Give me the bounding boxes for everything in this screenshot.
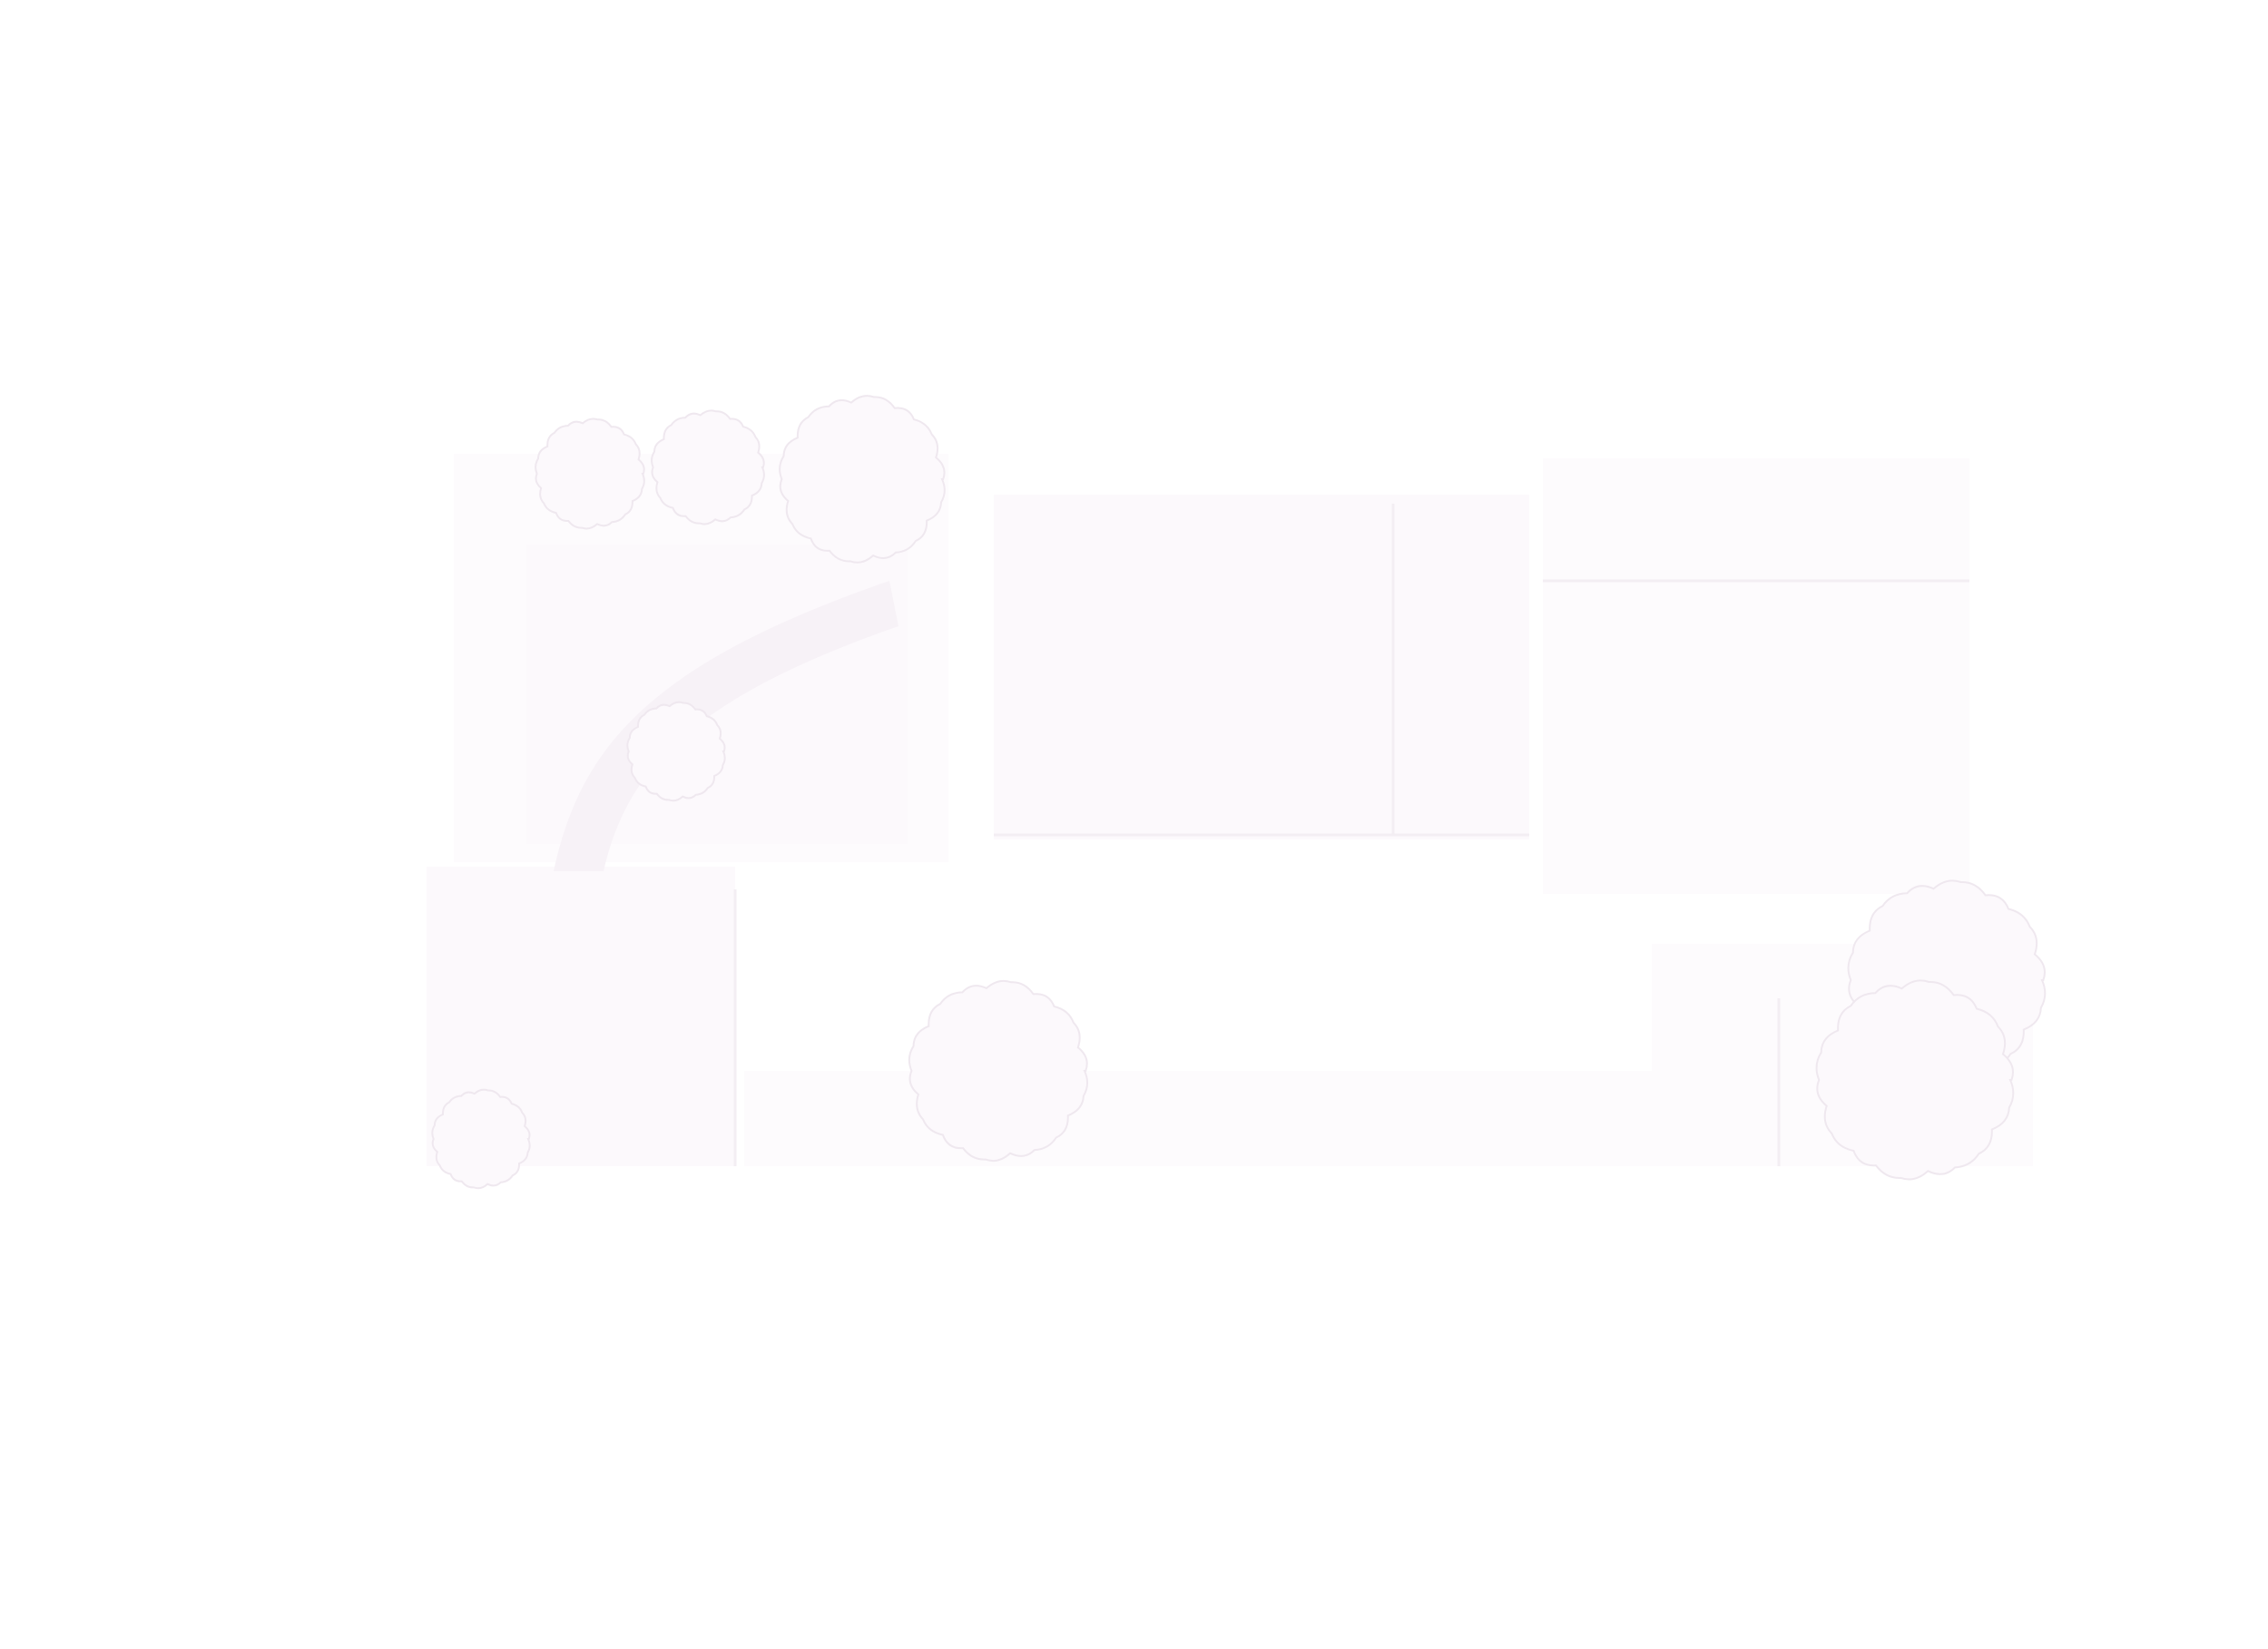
tree-courtyard <box>626 701 726 802</box>
tree-east-2 <box>1815 979 2015 1181</box>
tree-south-center <box>908 979 1089 1163</box>
tree-north-2 <box>651 409 765 525</box>
tree-south-west <box>431 1088 531 1190</box>
diagonal-path <box>554 581 898 871</box>
central-hall <box>994 495 1529 839</box>
tree-north-1 <box>535 417 645 530</box>
trees <box>431 395 2047 1190</box>
east-building <box>1543 458 1969 894</box>
tree-north-3 <box>779 395 946 564</box>
paths <box>554 581 898 871</box>
